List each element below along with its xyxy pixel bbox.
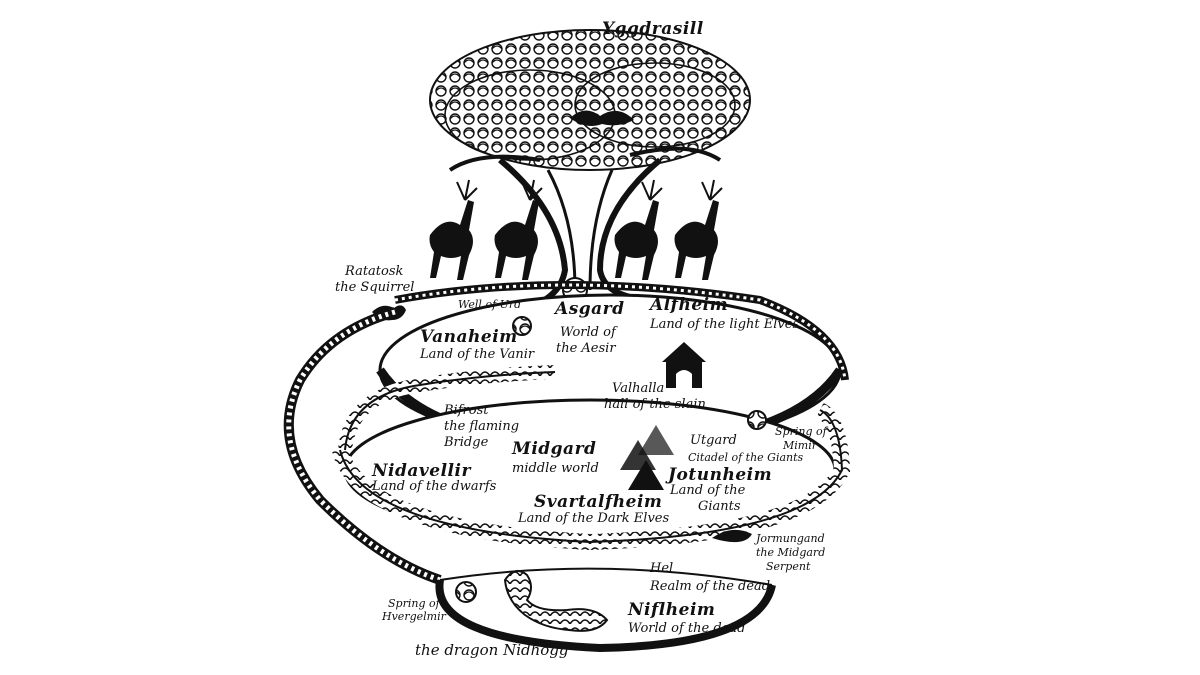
jormungand-label-2: the Midgard <box>756 546 826 559</box>
asgard-sublabel-2: the Aesir <box>556 341 616 356</box>
jormungand-label-3: Serpent <box>766 560 811 573</box>
niflheim-disc <box>435 567 776 653</box>
valhalla-label: Valhalla <box>612 381 665 396</box>
hel-label: Hel <box>650 561 674 576</box>
nidavellir-label: Nidavellir <box>372 461 471 481</box>
spring-of-mimir-label-1: Spring of <box>775 425 827 438</box>
spring-icon <box>455 581 477 603</box>
bifrost-sublabel-1: the flaming <box>444 419 520 434</box>
niflheim-label: Niflheim <box>628 600 716 620</box>
niflheim-sublabel: World of the dead <box>628 621 746 636</box>
midgard-disc <box>332 365 851 551</box>
well-icon <box>512 316 532 336</box>
bifrost-label: Bifrost <box>444 403 489 418</box>
spring-of-mimir-label-2: Mimir <box>783 439 817 452</box>
stag-icon <box>494 179 543 280</box>
spring-icon <box>747 410 767 430</box>
jotunheim-sublabel-1: Land of the <box>670 483 746 498</box>
valhalla-sublabel: hall of the slain <box>604 397 706 412</box>
alfheim-label: Alfheim <box>650 295 729 315</box>
alfheim-sublabel: Land of the light Elves <box>650 317 800 332</box>
utgard-label: Utgard <box>690 433 737 448</box>
spring-of-hvergelmir-label-2: Hvergelmir <box>382 610 446 623</box>
dragon-icon <box>503 570 609 632</box>
jormungand-label-1: Jormungand <box>756 532 825 545</box>
bifrost-sublabel-2: Bridge <box>444 435 489 450</box>
serpent-head-icon <box>712 529 752 543</box>
utgard-citadel-icon <box>620 425 674 490</box>
asgard-sublabel-1: World of <box>560 325 616 340</box>
jotunheim-sublabel-2: Giants <box>698 499 741 514</box>
asgard-label: Asgard <box>555 299 625 319</box>
tree-canopy <box>429 29 751 171</box>
valhalla-hall-icon <box>662 342 706 388</box>
vanaheim-sublabel: Land of the Vanir <box>420 347 535 362</box>
ratatosk-sublabel: the Squirrel <box>335 280 415 295</box>
svartalfheim-label: Svartalfheim <box>534 492 663 512</box>
nidhogg-label: the dragon Nidhogg <box>415 641 569 659</box>
ratatosk-label: Ratatosk <box>345 264 404 279</box>
midgard-sublabel: middle world <box>512 461 599 476</box>
vanaheim-label: Vanaheim <box>420 327 518 347</box>
svartalfheim-sublabel: Land of the Dark Elves <box>518 511 670 526</box>
stag-icon <box>429 179 478 280</box>
stags <box>429 179 723 280</box>
well-of-urd-label: Well of Urd <box>458 298 522 311</box>
jotunheim-label: Jotunheim <box>668 465 773 485</box>
stag-icon <box>614 179 663 280</box>
eagle-icon <box>570 110 634 126</box>
utgard-sublabel: Citadel of the Giants <box>688 451 804 464</box>
hel-sublabel: Realm of the dead <box>650 579 771 594</box>
stag-icon <box>674 179 723 280</box>
midgard-label: Midgard <box>512 439 597 459</box>
nidavellir-sublabel: Land of the dwarfs <box>372 479 497 494</box>
spring-of-hvergelmir-label-1: Spring of <box>388 597 440 610</box>
diagram-title: Yggdrasill <box>602 19 704 39</box>
